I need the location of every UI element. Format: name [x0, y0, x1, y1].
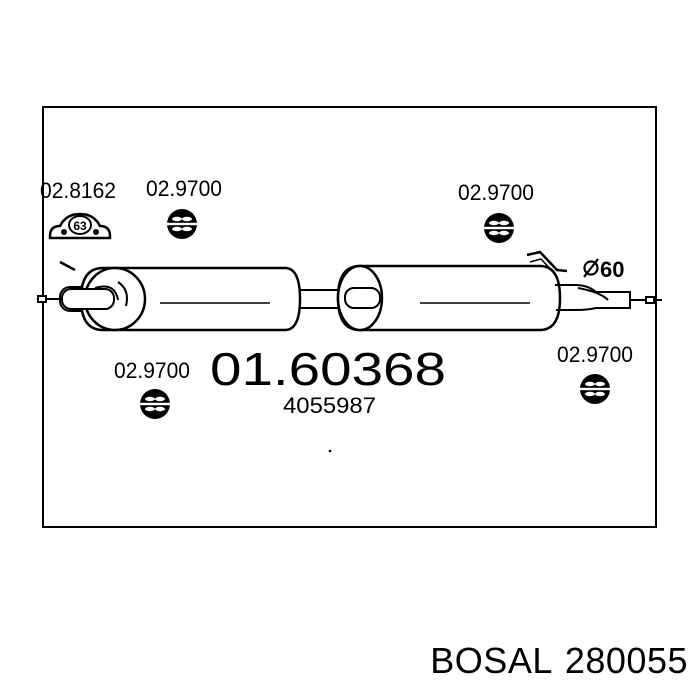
product-caption: BOSAL 280055	[430, 640, 688, 682]
pipe-diameter-label: 60	[600, 257, 624, 282]
main-part-number: 01.60368	[210, 343, 446, 395]
article-number: 280055	[564, 640, 688, 681]
hanger-icon-top-right	[484, 213, 514, 243]
clamp-size-label: 63	[73, 219, 87, 233]
hanger-icon-top-left	[167, 209, 197, 239]
hanger-icon-bottom-left	[140, 389, 170, 419]
diagram-frame	[42, 106, 657, 528]
exhaust-assembly	[37, 250, 662, 332]
hanger-top-right-part-number: 02.9700	[458, 180, 534, 205]
clamp-icon	[48, 212, 112, 240]
diameter-symbol-icon	[583, 258, 599, 278]
hanger-bottom-left-part-number: 02.9700	[114, 358, 190, 383]
hanger-icon-bottom-right	[580, 374, 610, 404]
brand-name: BOSAL	[430, 640, 553, 681]
hanger-top-left-part-number: 02.9700	[146, 176, 222, 201]
clamp-part-number: 02.8162	[40, 178, 116, 203]
hanger-bottom-right-part-number: 02.9700	[557, 342, 633, 367]
stray-dot	[328, 449, 332, 453]
oem-number: 4055987	[283, 393, 376, 418]
